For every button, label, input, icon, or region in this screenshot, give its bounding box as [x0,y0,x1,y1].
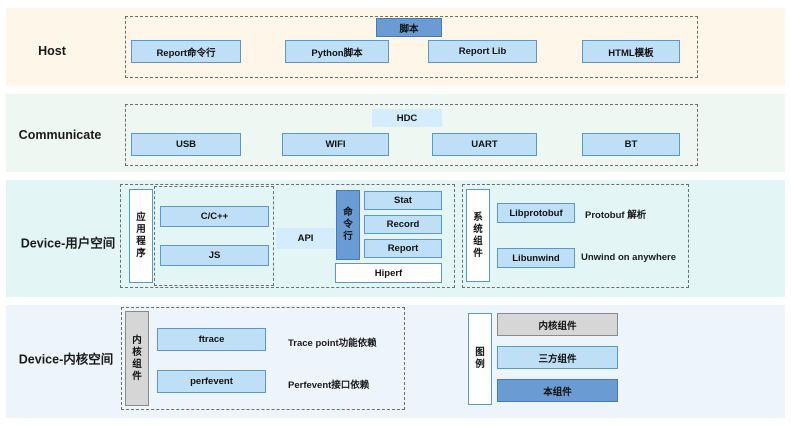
comm-item-wifi: WIFI [282,133,389,156]
kernel-item-ftrace: ftrace [157,328,266,351]
kernel-group-label: 内 核 组 件 [125,311,149,406]
component-libunwind: Libunwind [497,248,575,268]
host-container [125,16,698,78]
command-record: Record [364,215,442,234]
app-item-js: JS [160,245,269,266]
comm-item-usb: USB [131,133,241,156]
host-item-html-template: HTML模板 [582,40,680,63]
user-space-label: Device-用户空间 [20,236,116,251]
host-label: Host [38,44,66,58]
hiperf-box: Hiperf [335,263,442,283]
host-item-report-cli: Report命令行 [131,40,241,63]
command-report: Report [364,239,442,258]
cli-group-label: 命 令 行 [336,190,360,260]
ftrace-desc: Trace point功能依赖 [288,338,377,349]
app-sources-container [154,186,274,286]
hdc-title: HDC [372,109,442,127]
legend-title: 图 例 [468,313,492,405]
legend-kernel-component: 内核组件 [497,313,618,336]
perfevent-desc: Perfevent接口依赖 [288,380,370,391]
legend-third-party-component: 三方组件 [497,346,618,369]
component-libprotobuf: Libprotobuf [497,203,575,223]
host-item-python-script: Python脚本 [285,40,389,63]
libprotobuf-desc: Protobuf 解析 [585,210,647,221]
host-item-report-lib: Report Lib [428,40,537,63]
libunwind-desc: Unwind on anywhere [581,252,677,263]
script-title: 脚本 [376,18,442,37]
command-stat: Stat [364,191,442,210]
legend-own-component: 本组件 [497,379,618,402]
system-components-container [462,184,689,288]
comm-item-uart: UART [432,133,537,156]
system-group-label: 系 统 组 件 [466,189,490,282]
user-app-container [120,184,455,288]
communicate-label: Communicate [18,128,102,142]
kernel-container [121,307,405,410]
api-label: API [276,228,335,249]
application-group-label: 应 用 程 序 [129,189,153,283]
kernel-item-perfevent: perfevent [157,370,266,393]
comm-item-bt: BT [582,133,680,156]
communicate-container [125,104,698,166]
kernel-space-label: Device-内核空间 [18,352,114,367]
app-item-cpp: C/C++ [160,206,269,227]
